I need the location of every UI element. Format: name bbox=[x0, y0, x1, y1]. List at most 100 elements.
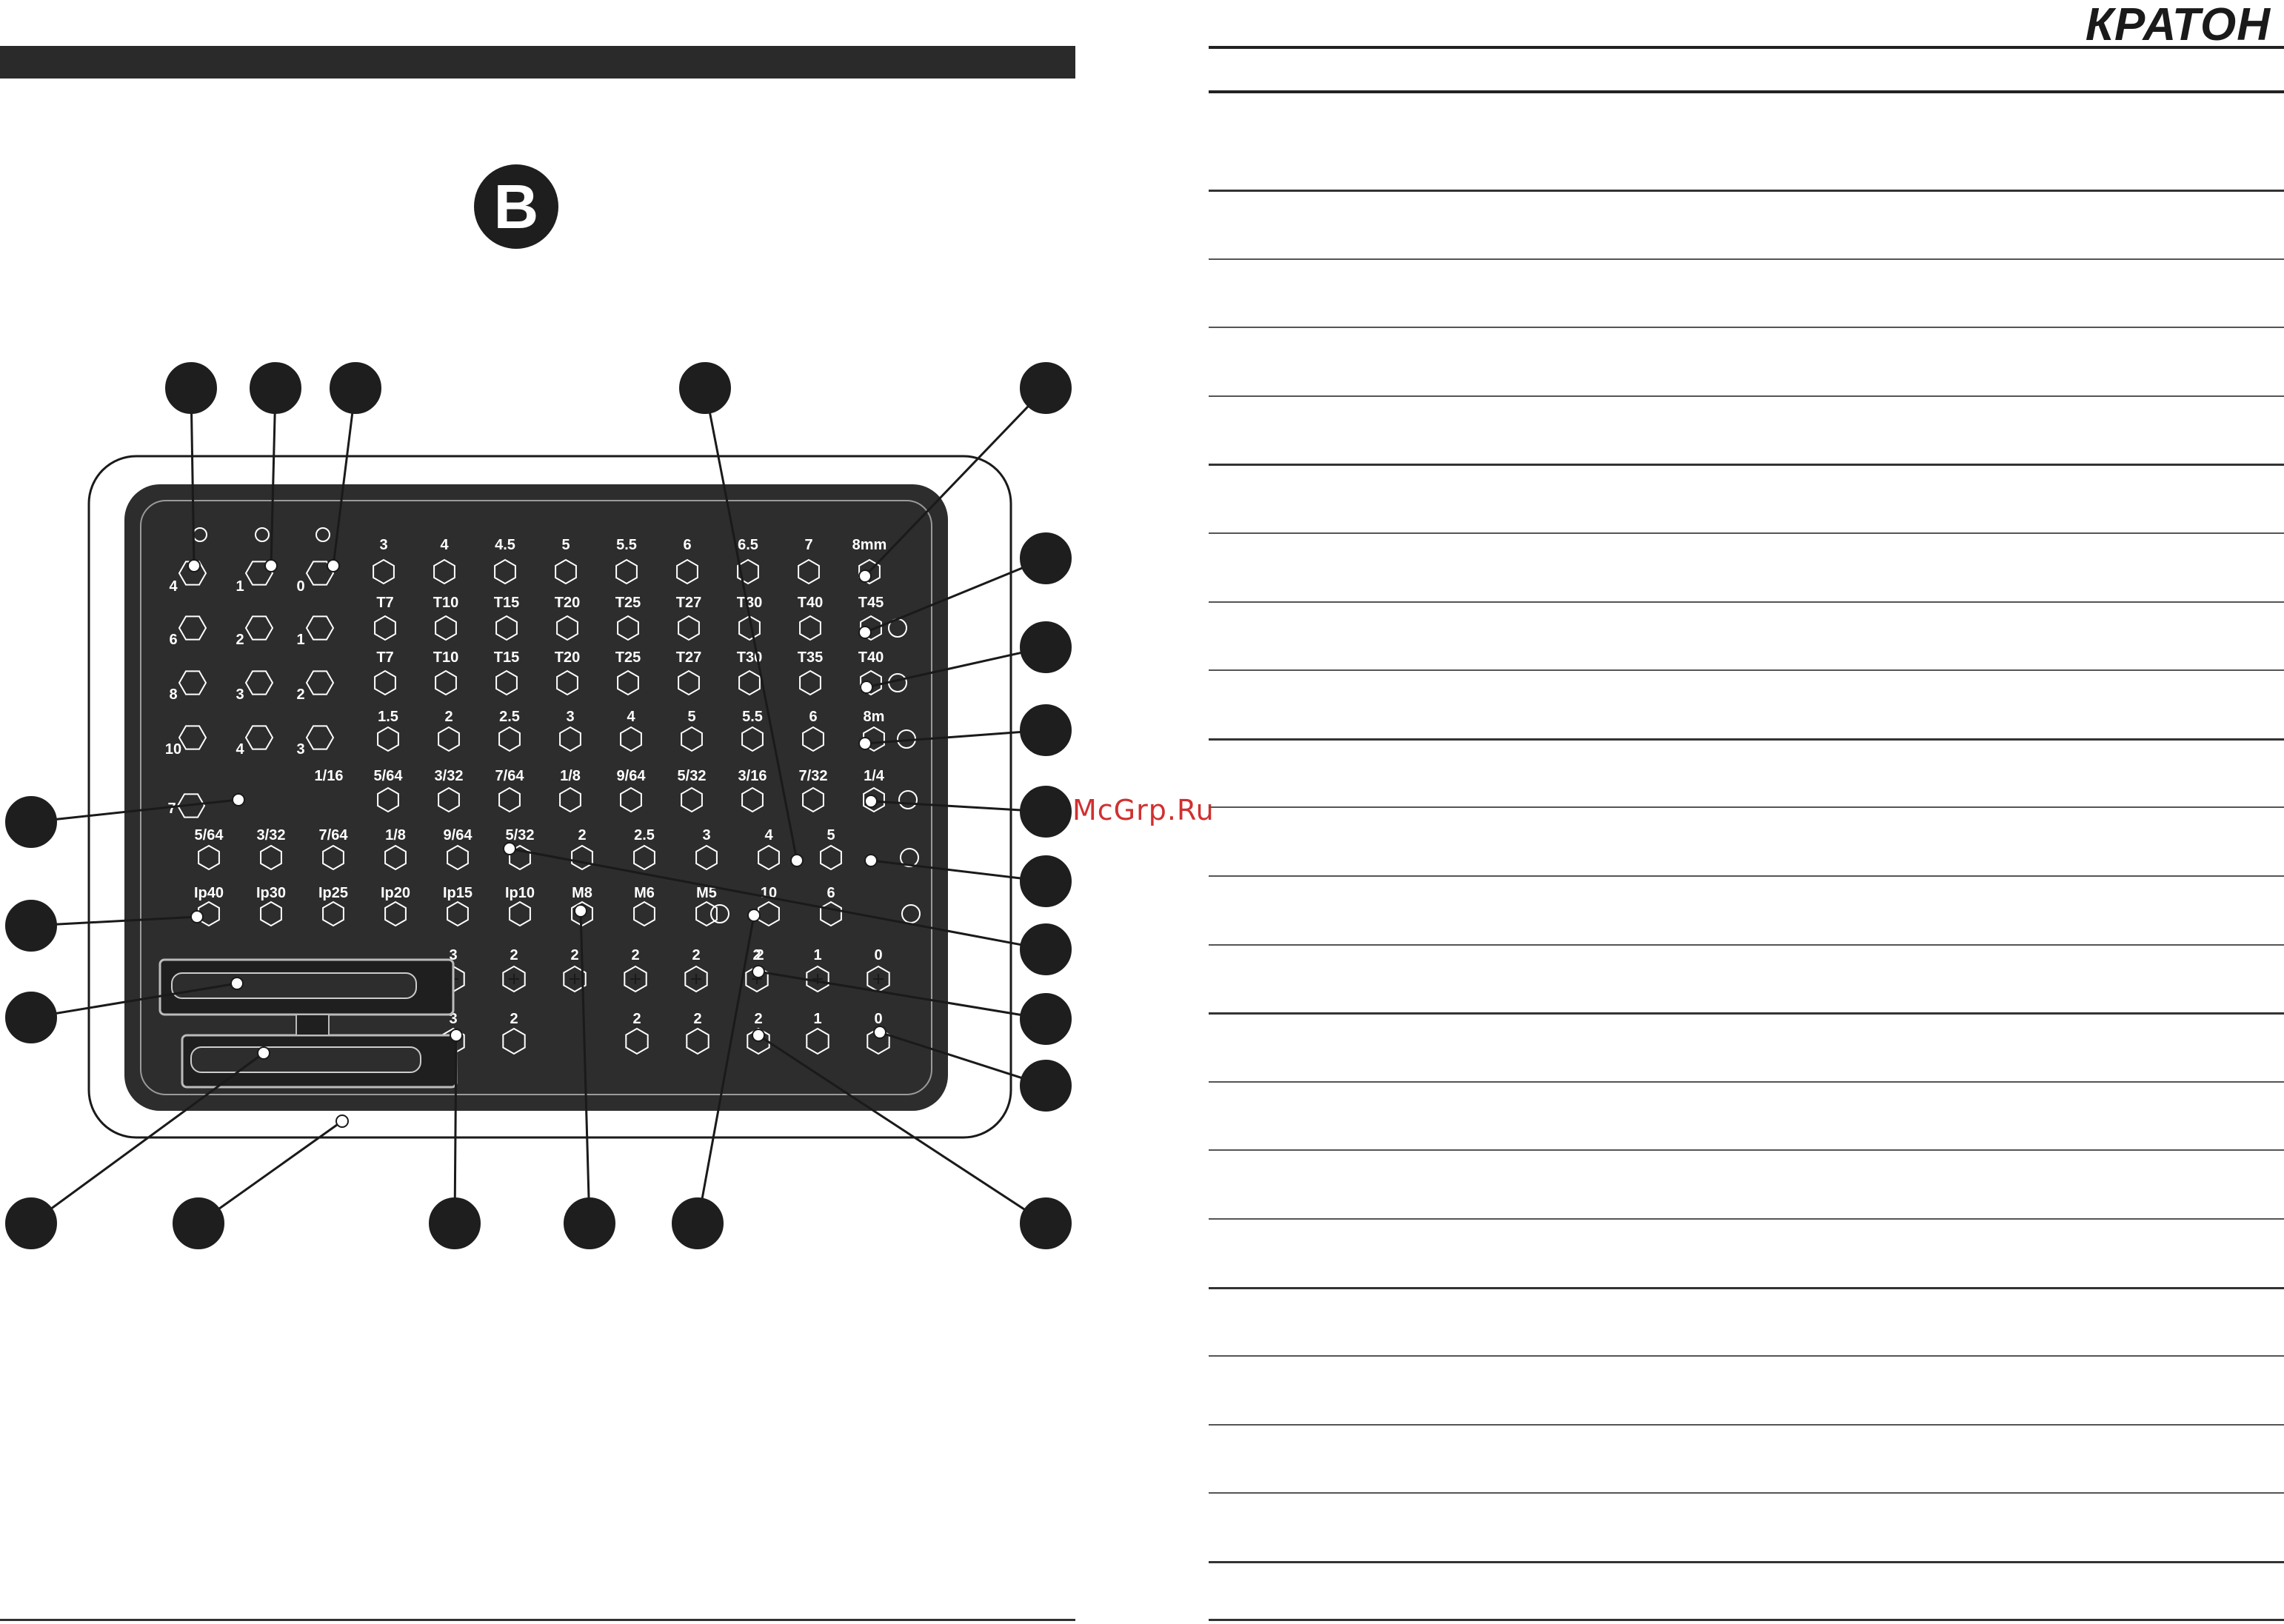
bit-label: 1 bbox=[813, 1011, 821, 1027]
bit-label: 4 bbox=[169, 578, 178, 595]
bit-socket bbox=[799, 615, 821, 641]
bit-label: 1.5 bbox=[378, 709, 398, 725]
callout-leader bbox=[198, 1120, 343, 1225]
bit-socket bbox=[863, 786, 885, 813]
callout-leader bbox=[866, 646, 1046, 689]
bit-label: 2 bbox=[693, 1011, 701, 1027]
bit-label: T25 bbox=[615, 649, 641, 666]
bit-label: 6 bbox=[827, 885, 835, 901]
bit-socket bbox=[373, 558, 395, 585]
small-socket bbox=[900, 848, 919, 867]
brand-logo: КРАТОН bbox=[2085, 0, 2271, 50]
callout-leader bbox=[190, 387, 196, 567]
bit-label: Ip10 bbox=[505, 885, 535, 901]
bit-socket bbox=[617, 669, 639, 696]
bit-socket bbox=[178, 725, 207, 750]
bit-label: 9/64 bbox=[444, 827, 473, 843]
callout-anchor bbox=[257, 1046, 270, 1060]
callout-balloon bbox=[5, 1197, 57, 1249]
callout-leader bbox=[704, 387, 798, 861]
callout-anchor bbox=[190, 910, 204, 923]
callout-leader bbox=[879, 1031, 1046, 1087]
bit-socket bbox=[747, 1027, 770, 1055]
callout-leader bbox=[864, 557, 1046, 634]
bit-socket bbox=[571, 844, 593, 871]
bit-socket bbox=[447, 900, 469, 927]
callout-balloon bbox=[1020, 1060, 1072, 1112]
rule-line bbox=[1209, 1149, 2284, 1152]
bit-socket bbox=[305, 561, 335, 586]
bit-holder-top-shaft bbox=[171, 972, 417, 999]
bit-socket bbox=[556, 669, 578, 696]
bit-label: T25 bbox=[615, 595, 641, 611]
bit-holder-bottom-shaft bbox=[190, 1046, 421, 1073]
bit-socket bbox=[305, 670, 335, 695]
small-socket bbox=[901, 904, 921, 923]
bit-label: 6 bbox=[809, 709, 817, 725]
bit-socket bbox=[198, 844, 220, 871]
callout-balloon bbox=[5, 992, 57, 1043]
rule-line bbox=[1209, 1012, 2284, 1015]
bit-socket bbox=[617, 615, 639, 641]
rule-line bbox=[1209, 1080, 2284, 1083]
callout-anchor bbox=[873, 1026, 886, 1039]
bit-socket bbox=[563, 965, 587, 993]
bit-label: T7 bbox=[376, 649, 393, 666]
bit-label: T15 bbox=[494, 595, 519, 611]
bit-socket bbox=[615, 558, 638, 585]
bit-label: 2 bbox=[752, 947, 761, 963]
bit-label: T45 bbox=[858, 595, 884, 611]
bit-label: 3/16 bbox=[738, 768, 767, 784]
callout-balloon bbox=[1020, 993, 1072, 1045]
callout-anchor bbox=[790, 854, 804, 867]
bit-label: 3 bbox=[296, 741, 304, 758]
bit-socket bbox=[798, 558, 820, 585]
bit-socket bbox=[447, 844, 469, 871]
callout-balloon bbox=[564, 1197, 615, 1249]
bit-socket bbox=[738, 615, 761, 641]
bit-socket bbox=[858, 558, 881, 585]
bit-socket bbox=[435, 615, 457, 641]
bit-socket bbox=[502, 1027, 526, 1055]
rule-line bbox=[1209, 943, 2284, 946]
rule-line bbox=[1209, 1561, 2284, 1563]
bit-label: 1/8 bbox=[560, 768, 581, 784]
bit-label: T7 bbox=[376, 595, 393, 611]
callout-balloon bbox=[330, 362, 381, 414]
bit-socket bbox=[625, 1027, 649, 1055]
bit-label: 2 bbox=[236, 632, 244, 648]
bit-label: 2 bbox=[632, 1011, 641, 1027]
callout-leader bbox=[509, 847, 1046, 951]
bit-label: M6 bbox=[634, 885, 655, 901]
bit-socket bbox=[178, 670, 207, 695]
bit-label: M8 bbox=[572, 885, 592, 901]
callout-leader bbox=[30, 982, 238, 1019]
bit-label: 2 bbox=[570, 947, 578, 963]
callout-anchor bbox=[327, 559, 340, 572]
bit-label: 5/64 bbox=[374, 768, 404, 784]
bit-socket bbox=[198, 900, 220, 927]
bit-label: 0 bbox=[296, 578, 304, 595]
bit-socket bbox=[681, 726, 703, 752]
bit-label: T20 bbox=[555, 595, 580, 611]
rule-line bbox=[1209, 327, 2284, 329]
bit-label: T35 bbox=[798, 649, 823, 666]
bit-label: 1 bbox=[813, 947, 821, 963]
bit-label: 3 bbox=[449, 1011, 457, 1027]
bit-socket bbox=[559, 726, 581, 752]
tray-inner-border bbox=[140, 500, 932, 1095]
bit-label: 7 bbox=[167, 801, 176, 817]
callout-leader bbox=[579, 910, 591, 1224]
bit-socket bbox=[681, 786, 703, 813]
callout-balloon bbox=[1020, 855, 1072, 907]
bit-label: 3 bbox=[449, 947, 457, 963]
bit-label: 3 bbox=[379, 537, 387, 553]
bit-label: 10 bbox=[165, 741, 181, 758]
bit-socket bbox=[678, 669, 700, 696]
bit-label: 5/64 bbox=[195, 827, 224, 843]
bit-socket bbox=[860, 669, 882, 696]
bit-label: Ip25 bbox=[318, 885, 348, 901]
callout-anchor bbox=[574, 904, 587, 918]
callout-leader bbox=[332, 387, 357, 567]
bit-label: 6 bbox=[169, 632, 177, 648]
